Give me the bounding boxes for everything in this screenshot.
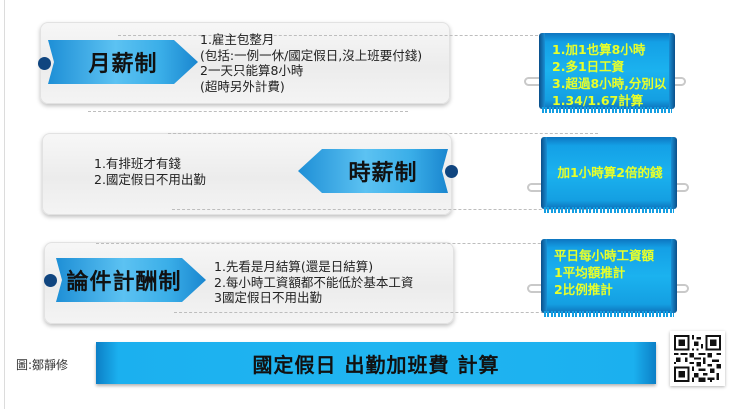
fray-edge xyxy=(544,311,674,317)
dash-line xyxy=(118,35,538,36)
details-monthly: 1.雇主包整月 (包括:一例一休/國定假日,沒上班要付錢) 2一天只能算8小時 … xyxy=(200,32,423,94)
qr-code-icon[interactable] xyxy=(670,331,725,386)
tag-label: 月薪制 xyxy=(88,52,158,77)
pin-dot-icon xyxy=(445,165,458,178)
tag-hourly: 時薪制 xyxy=(298,149,448,193)
dash-line xyxy=(168,133,598,134)
note-hourly: 加1小時算2倍的錢 xyxy=(541,137,677,213)
left-border xyxy=(4,0,5,409)
dash-line xyxy=(96,243,596,244)
fray-edge xyxy=(544,207,674,213)
tag-label: 時薪制 xyxy=(348,161,418,186)
dash-line xyxy=(88,111,408,112)
details-hourly: 1.有排班才有錢 2.國定假日不用出勤 xyxy=(94,156,206,187)
details-piecework: 1.先看是月結算(還是日結算) 2.每小時工資額都不能低於基本工資 3國定假日不… xyxy=(214,259,414,305)
dash-line xyxy=(174,312,584,313)
note-piecework: 平日每小時工資額 1平均額推計 2比例推計 xyxy=(541,239,677,317)
tag-label: 論件計酬制 xyxy=(66,270,182,295)
footer-title: 國定假日 出勤加班費 計算 xyxy=(252,352,500,377)
fray-edge xyxy=(542,107,672,113)
tag-piecework: 論件計酬制 xyxy=(56,258,206,302)
pin-dot-icon xyxy=(44,274,57,287)
image-credit: 圖:鄒靜修 xyxy=(16,358,69,372)
dash-line xyxy=(172,209,592,210)
note-monthly: 1.加1也算8小時 2.多1日工資 3.超過8小時,分別以 1.34/1.67計… xyxy=(539,33,675,113)
tag-monthly: 月薪制 xyxy=(48,40,198,84)
footer-title-banner: 國定假日 出勤加班費 計算 xyxy=(96,342,656,384)
pin-dot-icon xyxy=(38,57,51,70)
